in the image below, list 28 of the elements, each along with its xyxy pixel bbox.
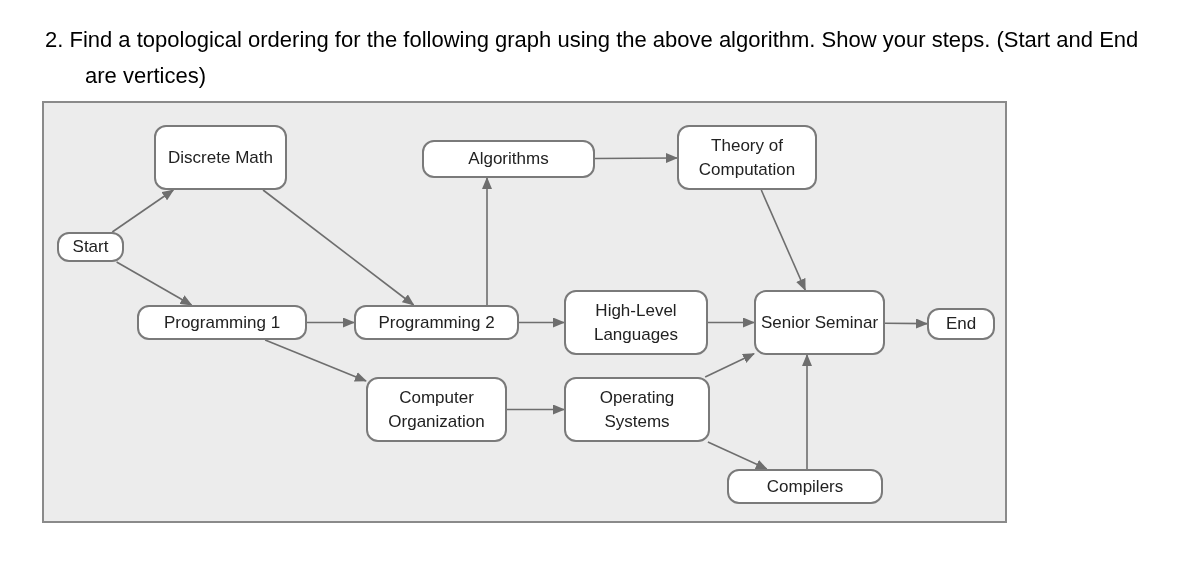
arrow [594, 153, 678, 163]
course-box: High-Level Languages [564, 290, 708, 355]
course-box: Programming 2 [354, 305, 519, 340]
arrow [707, 317, 755, 328]
course-box: Operating Systems [564, 377, 710, 442]
course-box: Discrete Math [154, 125, 287, 190]
arrow [760, 189, 806, 291]
arrow [707, 441, 768, 470]
course-box: Algorithms [422, 140, 595, 178]
arrow [115, 261, 193, 306]
course-box: End [927, 308, 995, 340]
arrow [482, 177, 492, 306]
question-text: 2. Find a topological ordering for the following graph using the above algorithm. Show your steps. (Start and End are vertices) [45, 26, 1140, 90]
arrow [111, 189, 175, 233]
course-box: Senior Seminar [754, 290, 885, 355]
course-box: Programming 1 [137, 305, 307, 340]
arrow [506, 404, 565, 415]
arrow [704, 352, 755, 378]
course-box: Computer Organization [366, 377, 507, 442]
arrow [802, 354, 812, 470]
course-box: Compilers [727, 469, 883, 504]
arrow [884, 318, 928, 329]
arrow [518, 317, 565, 328]
course-box: Start [57, 232, 124, 262]
course-box: Theory of Computation [677, 125, 817, 190]
arrow [306, 317, 355, 328]
arrow [262, 189, 415, 306]
arrow [264, 339, 367, 382]
